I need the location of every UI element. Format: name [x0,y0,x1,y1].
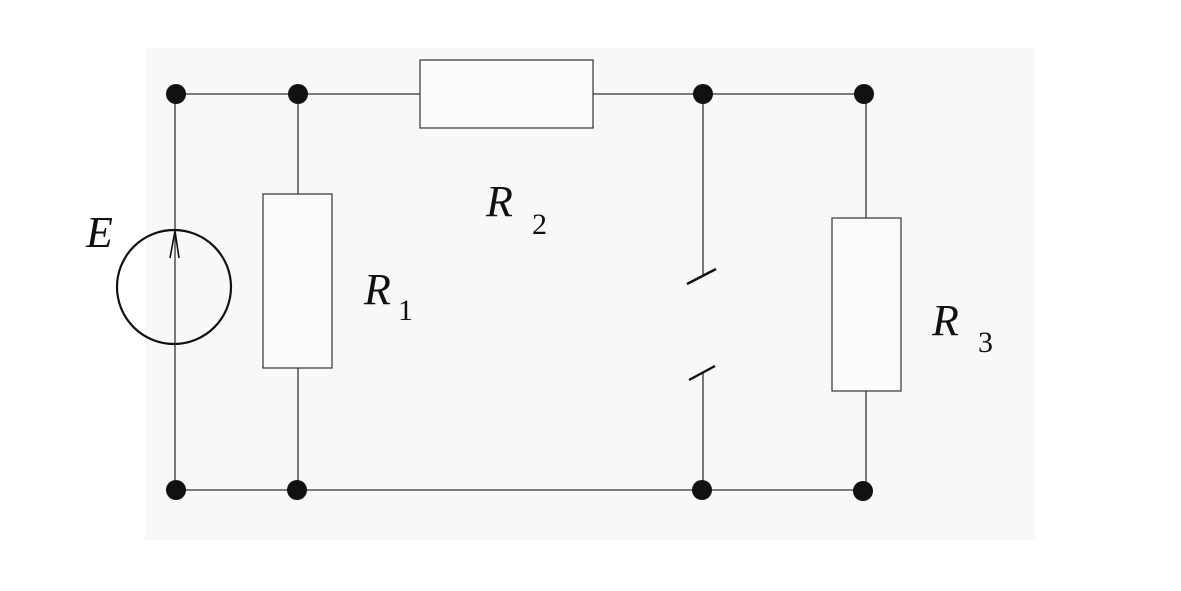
label-r3: R [931,296,959,345]
node [693,84,713,104]
resistor-r2 [419,59,594,129]
resistor-r1 [262,193,333,369]
node [853,481,873,501]
label-e: E [85,208,113,257]
node [166,84,186,104]
label-r1: R [363,265,391,314]
voltage-source-circle [115,228,233,346]
source-arrow-icon [169,230,180,259]
switch-contact-lower [688,364,716,382]
node [287,480,307,500]
resistor-r3 [831,217,902,392]
label-r1-sub: 1 [398,294,413,327]
node [692,480,712,500]
label-r2: R [485,177,513,226]
node [854,84,874,104]
node [288,84,308,104]
label-r3-sub: 3 [978,326,993,359]
switch-contact-upper [686,267,717,286]
node [166,480,186,500]
label-r2-sub: 2 [532,208,547,241]
